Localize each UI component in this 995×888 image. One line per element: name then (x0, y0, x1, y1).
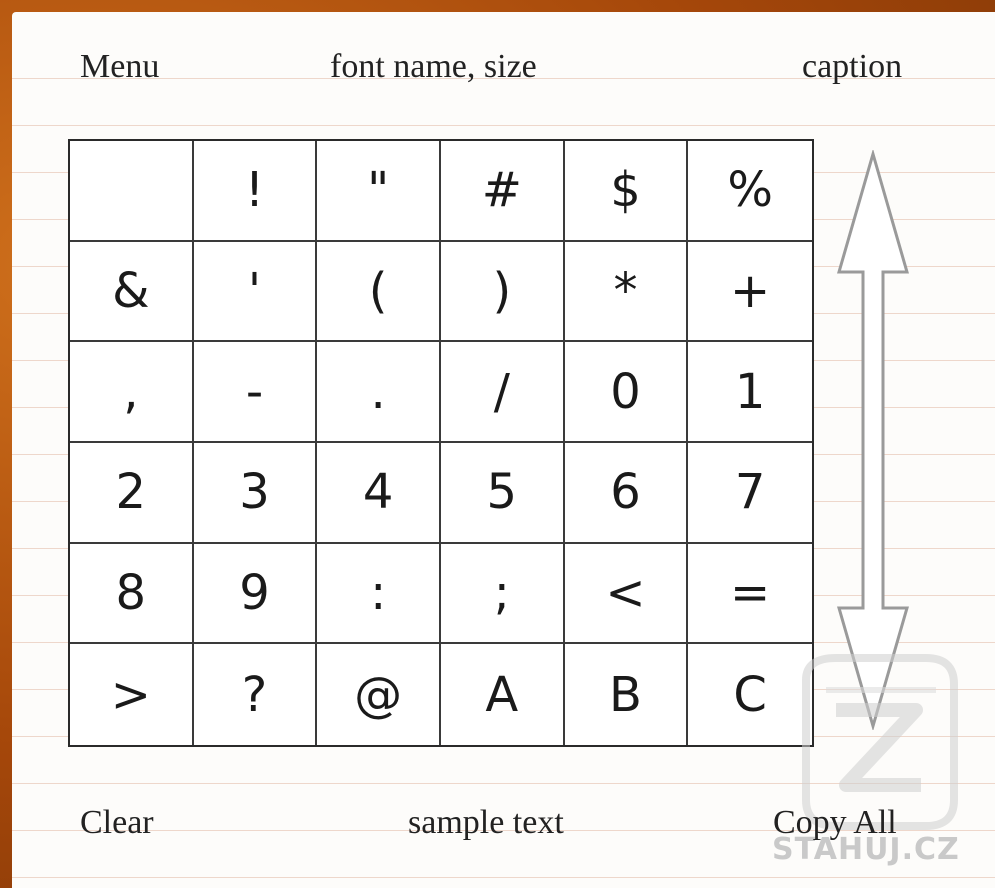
char-cell[interactable]: - (193, 342, 318, 443)
char-cell[interactable]: ! (193, 141, 318, 242)
char-cell[interactable]: ( (317, 241, 441, 343)
sample-text-label: sample text (408, 804, 564, 841)
char-cell[interactable]: 7 (688, 443, 812, 544)
char-cell[interactable]: 5 (440, 442, 565, 544)
scroll-double-arrow-icon[interactable] (835, 150, 911, 730)
watermark-logo-icon (802, 654, 958, 830)
char-cell[interactable]: 2 (70, 442, 194, 544)
char-cell[interactable]: ; (440, 543, 565, 645)
char-cell[interactable]: # (440, 141, 565, 242)
char-cell[interactable]: B (565, 644, 689, 745)
char-cell[interactable]: + (688, 242, 812, 343)
char-cell[interactable]: / (440, 342, 565, 443)
char-cell[interactable]: , (70, 342, 194, 443)
char-cell[interactable]: 6 (564, 442, 689, 544)
char-cell[interactable]: % (688, 141, 812, 242)
char-cell[interactable]: & (70, 241, 194, 343)
char-cell[interactable]: < (564, 543, 689, 645)
char-cell[interactable]: C (733, 666, 767, 723)
char-cell[interactable] (70, 141, 194, 242)
font-name-size-label[interactable]: font name, size (330, 48, 537, 85)
char-cell[interactable]: ) (440, 241, 565, 343)
char-cell[interactable]: 0 (564, 342, 689, 443)
char-cell[interactable]: @ (317, 644, 441, 745)
char-cell[interactable]: ' (193, 241, 318, 343)
char-cell[interactable]: . (317, 342, 441, 443)
char-cell[interactable]: > (70, 644, 194, 745)
char-cell[interactable]: 3 (193, 442, 318, 544)
char-cell[interactable]: : (317, 543, 441, 645)
char-cell[interactable]: 4 (317, 442, 441, 544)
char-cell[interactable]: ? (194, 644, 318, 745)
char-cell[interactable]: A (441, 644, 565, 745)
char-cell[interactable]: * (564, 241, 689, 343)
clear-button[interactable]: Clear (80, 804, 154, 841)
char-cell[interactable]: " (317, 141, 441, 242)
char-cell[interactable]: = (688, 544, 812, 645)
caption-label: caption (802, 48, 903, 85)
char-cell[interactable]: $ (564, 141, 689, 242)
char-cell[interactable]: 9 (193, 543, 318, 645)
copy-all-button[interactable]: Copy All (773, 804, 897, 841)
watermark-text: STAHUJ.CZ (772, 832, 960, 867)
char-cell[interactable]: 1 (688, 342, 812, 443)
char-cell[interactable]: 8 (70, 543, 194, 645)
menu-label[interactable]: Menu (80, 48, 160, 85)
